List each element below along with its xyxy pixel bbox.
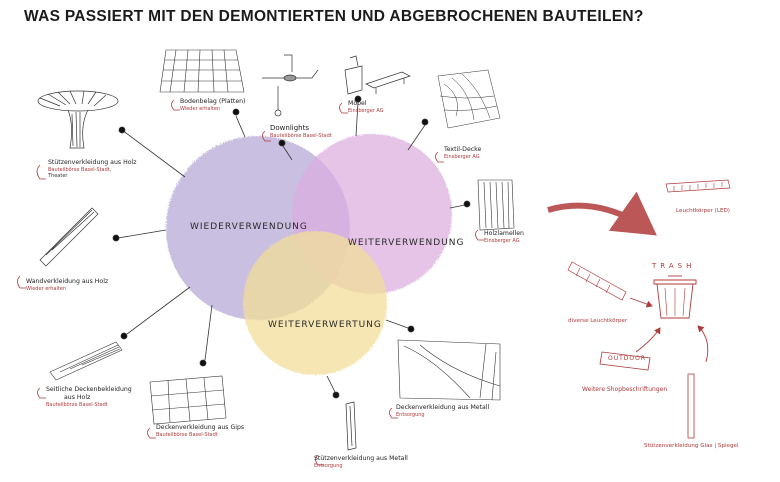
- page-title: WAS PASSIERT MIT DEN DEMONTIERTEN UND AB…: [24, 8, 644, 25]
- item-downlights: Downlights Bauteilbörse Basel-Stadt: [270, 124, 332, 139]
- sketch-decken-gips: [149, 375, 227, 425]
- item-decken-metall: Deckenverkleidung aus Metall Entsorgung: [396, 404, 490, 418]
- sketch-downlights: [262, 54, 319, 117]
- label-weiterverwertung: WEITERVERWERTUNG: [268, 320, 382, 330]
- item-decken-gips: Deckenverkleidung aus Gips Bauteilbörse …: [156, 424, 245, 438]
- item-stuetzen-metall: Stützenverkleidung aus Metall Entsorgung: [314, 455, 408, 469]
- trash-sign-text: OUTDOOR: [608, 355, 647, 362]
- sketch-stuetzen-metall: [345, 401, 357, 451]
- sketch-wand-holz: [39, 207, 99, 267]
- label-hooks: [17, 99, 484, 466]
- item-stuetzen-holz: Stützenverkleidung aus Holz Bauteilbörse…: [48, 159, 137, 179]
- item-seitliche-decken: Seitliche Deckenbekleidung aus Holz Baut…: [46, 386, 132, 408]
- sketch-stuetzen-holz: [37, 90, 119, 149]
- trash-shop: Weitere Shopbeschriftungen: [582, 386, 668, 393]
- item-wand-holz: Wandverkleidung aus Holz Wieder erhalten: [26, 278, 109, 292]
- trash-spiegel: Stützenverkleidung Glas | Spiegel: [644, 443, 739, 449]
- trash-label: TRASH: [652, 262, 696, 270]
- sketch-holzlamellen: [477, 179, 515, 231]
- circle-weiterverwertung: [243, 231, 387, 375]
- item-holzlamellen: Holzlamellen Einsberger AG: [484, 230, 524, 244]
- sketch-moebel: [344, 55, 411, 95]
- sketch-seitliche-decken: [49, 341, 123, 381]
- item-textildecke: Textil-Decke Einsberger AG: [444, 146, 482, 160]
- sketch-decken-metall: [397, 339, 501, 401]
- venn-diagram: [166, 134, 452, 375]
- item-bodenbelag: Bodenbelag (Platten) Wieder erhalten: [180, 98, 246, 112]
- label-wiederverwendung: WIEDERVERWENDUNG: [190, 222, 308, 232]
- sketch-textildecke: [437, 69, 501, 129]
- sketch-bodenbelag: [159, 49, 245, 93]
- connector-lines: [112, 95, 471, 399]
- trash-diverse: diverse Leuchtkörper: [568, 318, 628, 324]
- trash-section: [547, 179, 731, 439]
- big-arrow: [547, 191, 657, 236]
- item-moebel: Möbel Einsberger AG: [348, 100, 384, 114]
- trash-led: Leuchtkörper (LED): [676, 208, 730, 214]
- label-weiterverwendung: WEITERVERWENDUNG: [348, 238, 465, 248]
